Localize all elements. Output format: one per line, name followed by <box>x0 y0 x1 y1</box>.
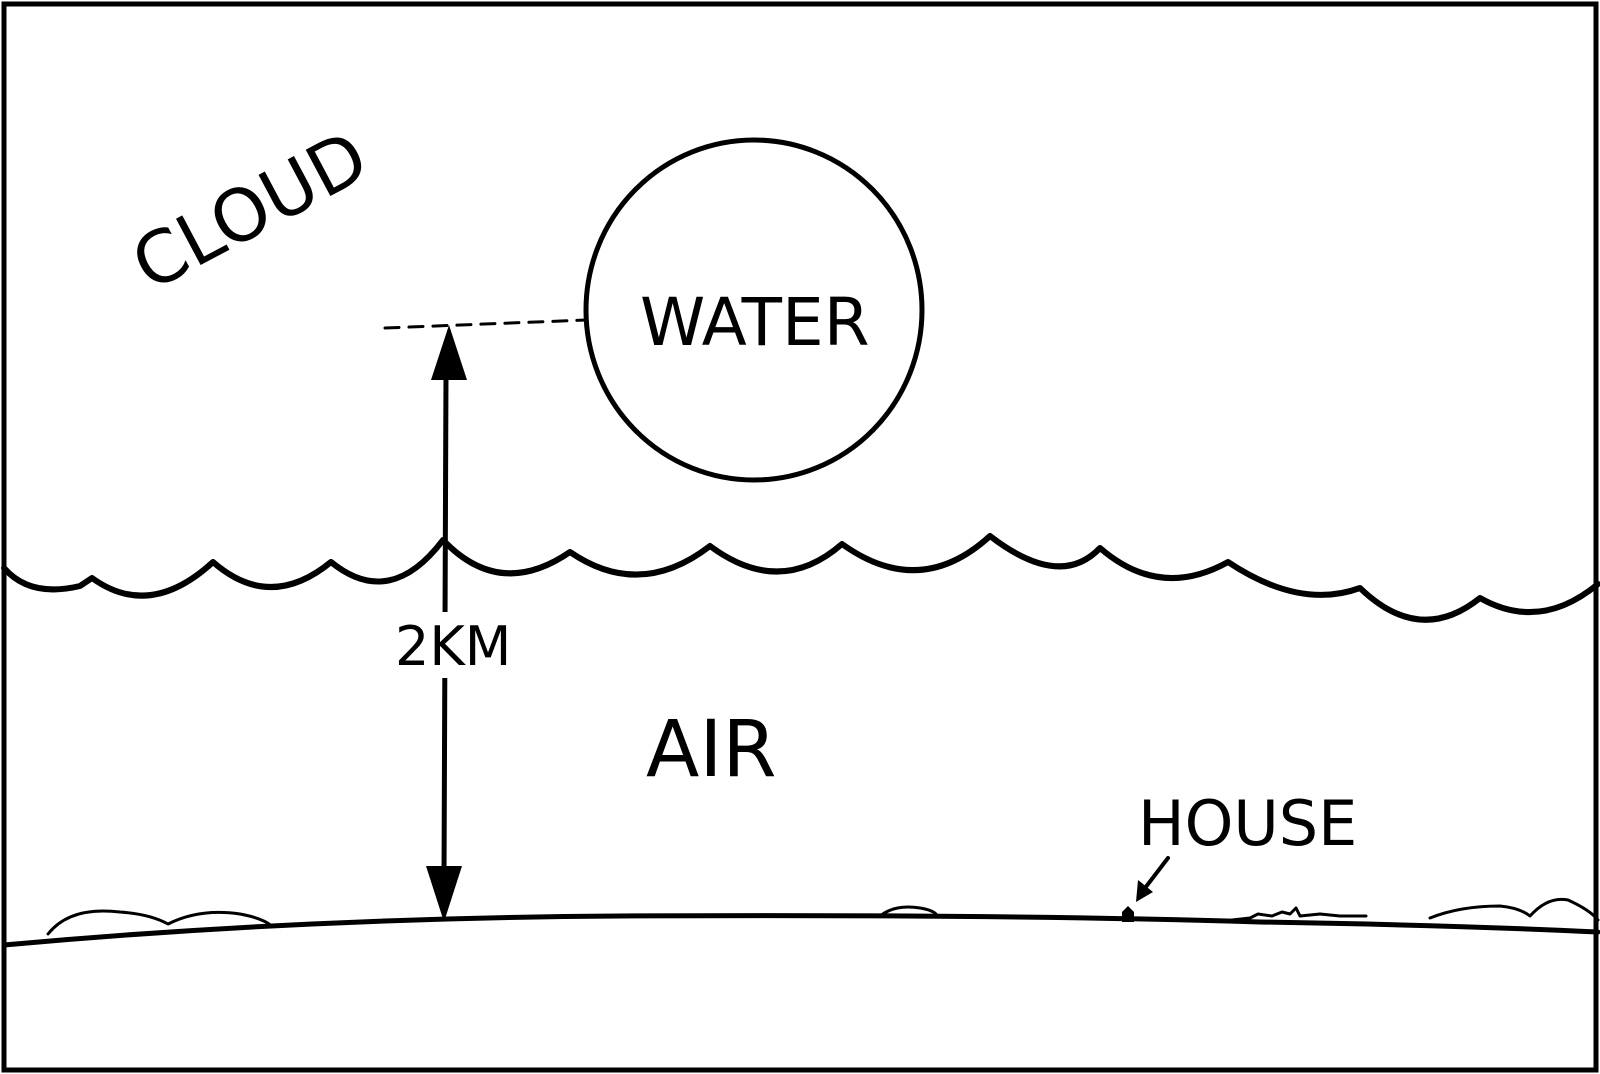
water-label: WATER <box>640 284 870 361</box>
panel-border <box>4 4 1596 1070</box>
house-label: HOUSE <box>1138 787 1357 860</box>
distance-label: 2KM <box>395 615 511 678</box>
air-label: AIR <box>646 705 777 795</box>
